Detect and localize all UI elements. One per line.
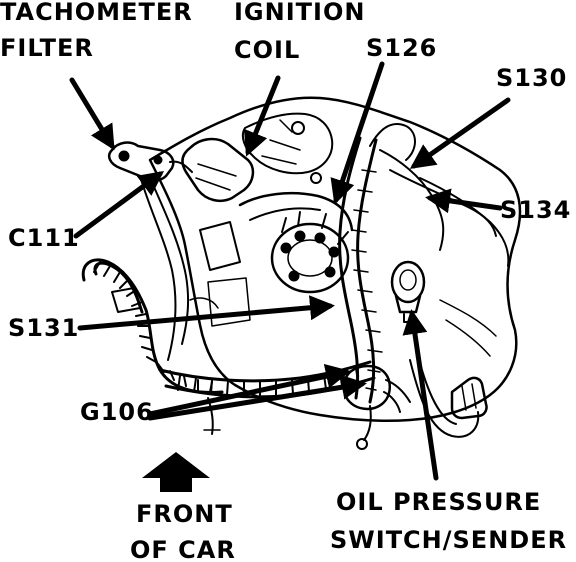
label-s126: S126 — [366, 34, 437, 62]
front-of-car-arrow — [142, 452, 210, 492]
main-harness-bundle — [238, 123, 497, 404]
arrow-g106-b — [147, 374, 367, 421]
label-oil-pressure-1: OIL PRESSURE — [336, 488, 541, 516]
label-front-of-car-2: OF CAR — [130, 536, 236, 562]
leader-arrows — [69, 61, 511, 481]
engine-block-outline — [148, 96, 522, 422]
arrow-c111 — [73, 171, 165, 239]
arrow-s131 — [77, 295, 335, 331]
label-ignition-coil-1: IGNITION — [234, 0, 365, 26]
label-g106: G106 — [80, 398, 154, 426]
label-s134: S134 — [500, 196, 571, 224]
arrow-ignition-coil — [243, 75, 281, 157]
arrow-s126 — [330, 61, 385, 205]
arrow-g106-a — [147, 363, 351, 417]
label-front-of-car-1: FRONT — [136, 500, 233, 528]
label-c111: C111 — [8, 224, 80, 252]
harness-corrugated-bottom — [158, 360, 376, 399]
ground-g106-body — [342, 364, 411, 450]
label-tachometer-filter-2: FILTER — [0, 34, 94, 62]
label-s131: S131 — [8, 314, 79, 342]
label-ignition-coil-2: COIL — [234, 36, 300, 64]
arrow-tachometer-filter — [69, 77, 115, 151]
ignition-coil-body — [181, 137, 255, 202]
oil-pressure-sender-body — [390, 260, 426, 323]
arrow-oil-pressure — [402, 309, 439, 481]
label-tachometer-filter-1: TACHOMETER — [0, 0, 193, 26]
harness-corrugated-left — [81, 258, 224, 394]
engine-illustration — [81, 96, 522, 450]
arrow-s134 — [425, 188, 503, 214]
arrow-s130 — [409, 97, 511, 169]
label-oil-pressure-2: SWITCH/SENDER — [330, 526, 567, 554]
label-s130: S130 — [496, 64, 567, 92]
distributor-cap — [270, 211, 350, 294]
